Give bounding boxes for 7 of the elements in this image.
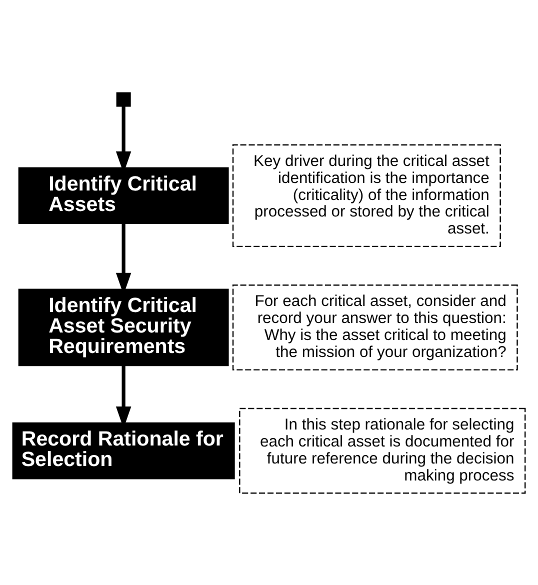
node-box [116,92,131,106]
node-box: In this step rationale for selecting each critical asset is documented for future reference during the decision making process [239,407,526,494]
node-box: Identify Critical Asset Security Requirements [18,288,229,366]
node-box: Record Rationale for Selection [12,422,235,479]
node-box: Key driver during the critical asset identification is the importance (criticality) of the information processed or stored by the critical asset. [232,144,501,247]
node-box: For each critical asset, consider and record your answer to this question: Why is the asset critical to meeting the mission of your organization? [232,284,518,370]
node-box: Identify Critical Assets [18,166,229,224]
